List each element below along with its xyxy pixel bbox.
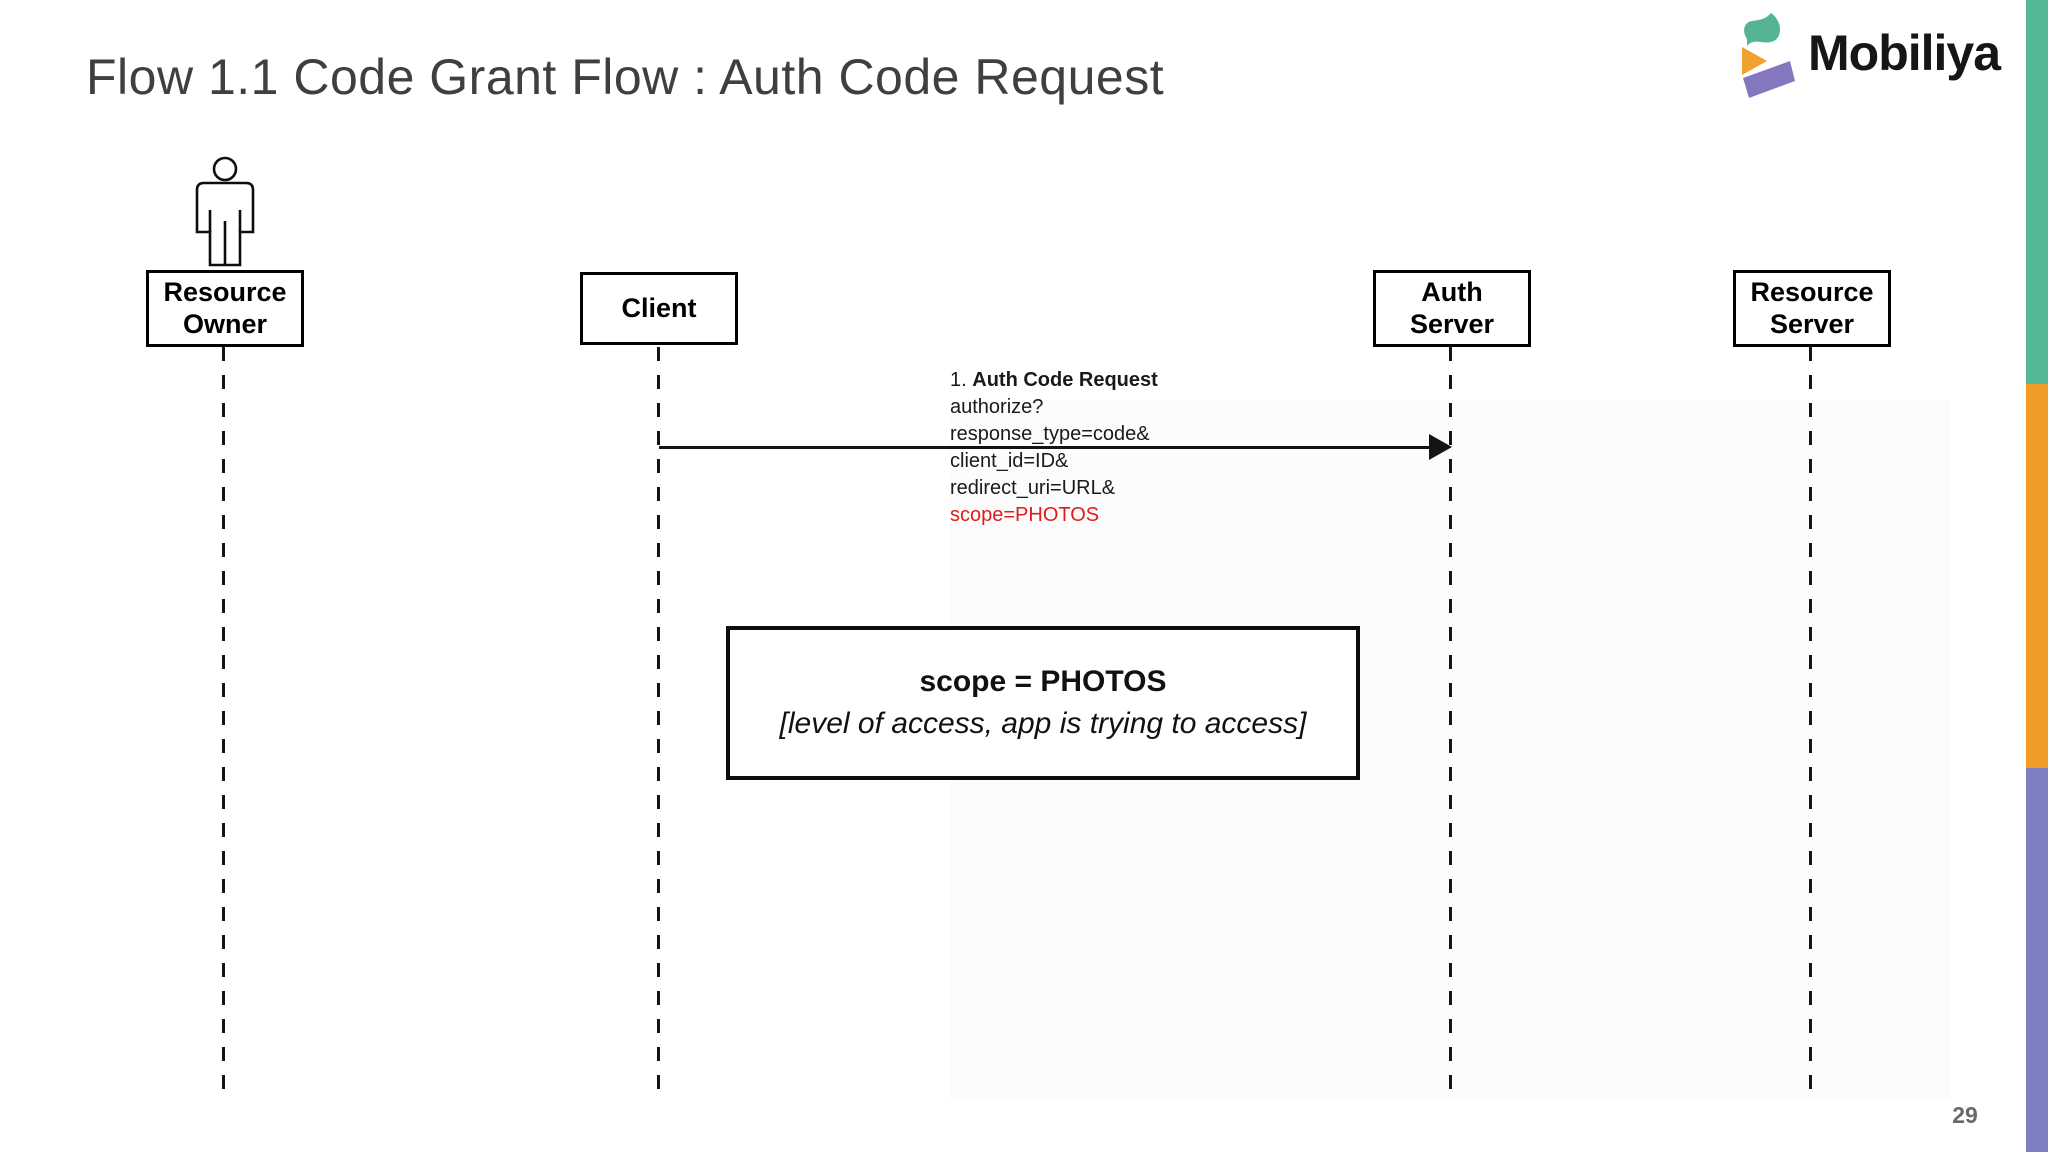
note-title: scope = PHOTOS [919,665,1167,698]
lifeline-resource-owner [222,347,225,1095]
actor-label: Server [1769,308,1855,339]
lifeline-resource-server [1809,347,1812,1095]
actor-label: Server [1409,308,1495,339]
message-arrowhead-icon [1429,434,1452,460]
mobiliya-logo: Mobiliya [1738,8,2028,98]
actor-label: Resource [1750,277,1874,308]
actor-label: Auth [1421,277,1483,308]
scope-note-box: scope = PHOTOS [level of access, app is … [726,626,1360,780]
note-subtitle: [level of access, app is trying to acces… [779,707,1307,740]
message-title: Auth Code Request [972,369,1158,391]
actor-box-client: Client [580,272,738,345]
actor-box-auth-server: Auth Server [1373,270,1531,347]
message-text: 1. Auth Code Request authorize? response… [950,367,1158,529]
message-line: response_type=code& [950,423,1150,445]
page-title: Flow 1.1 Code Grant Flow : Auth Code Req… [86,49,1165,105]
actor-label: Resource [163,277,287,308]
lifeline-auth-server [1449,347,1452,1095]
mobiliya-logo-icon [1742,13,1795,98]
accent-bar-purple [2026,768,2048,1152]
page-number: 29 [1952,1102,1978,1128]
actor-box-resource-owner: Resource Owner [146,270,304,347]
actor-label: Client [621,292,697,323]
message-line-scope: scope=PHOTOS [950,504,1100,526]
message-line: authorize? [950,396,1044,418]
person-icon [195,156,255,267]
actor-label: Owner [182,308,268,339]
message-number: 1. [950,369,967,391]
lifeline-client [657,347,660,1095]
message-arrow-line [659,446,1432,449]
message-line-title: 1. Auth Code Request [950,367,1158,394]
message-line: redirect_uri=URL& [950,477,1116,499]
actor-box-resource-server: Resource Server [1733,270,1891,347]
message-line: client_id=ID& [950,450,1069,472]
mobiliya-logo-text: Mobiliya [1808,25,2001,81]
accent-bar-teal [2026,0,2048,384]
accent-bar-orange [2026,384,2048,768]
